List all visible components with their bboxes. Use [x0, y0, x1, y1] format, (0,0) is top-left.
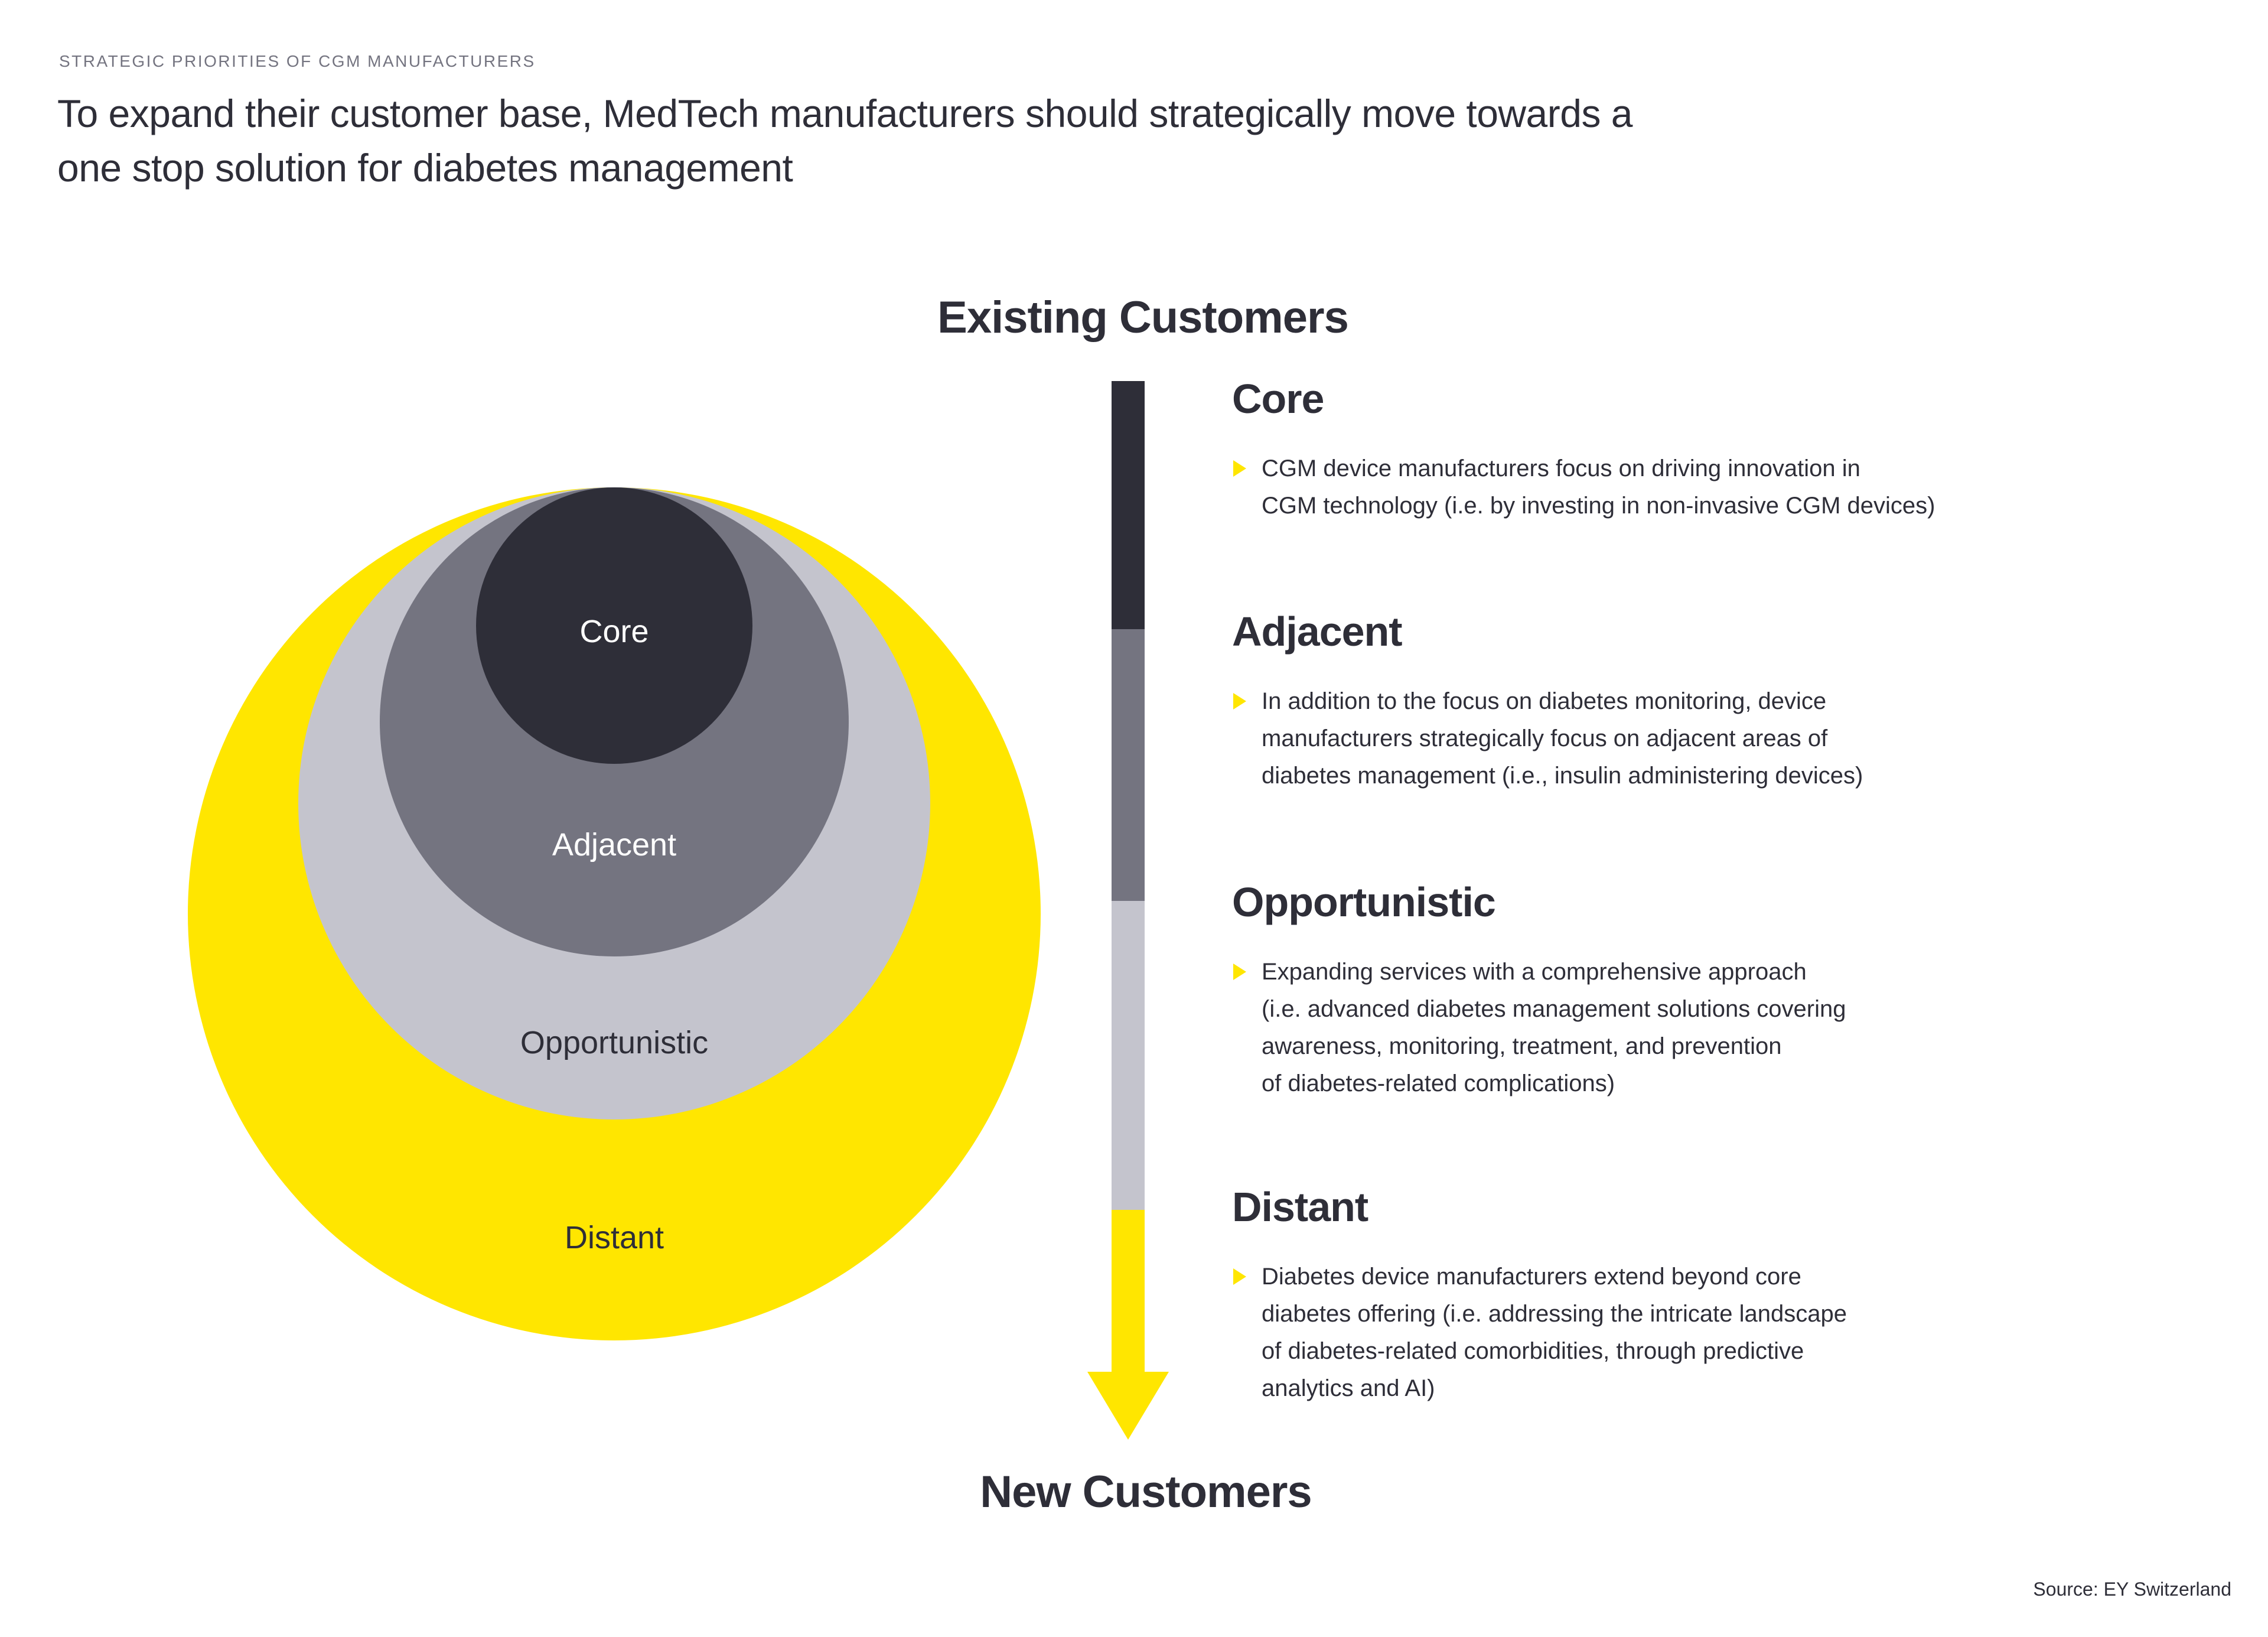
bullet-item: Diabetes device manufacturers extend bey… [1232, 1258, 2118, 1407]
arrow-segment-distant [1112, 1210, 1145, 1372]
arrow-segment-core [1112, 381, 1145, 629]
section-heading-core: Core [1232, 376, 1324, 422]
section-adjacent: Adjacent In addition to the focus on dia… [1232, 606, 2118, 795]
arrow-segment-opportunistic [1112, 901, 1145, 1210]
circle-label-distant: Distant [564, 1220, 664, 1255]
yellow-triangle-bullet-icon [1233, 1268, 1246, 1285]
arrow-down-icon [1087, 1372, 1169, 1440]
circle-core [476, 487, 752, 764]
section-core: Core CGM device manufacturers focus on d… [1232, 373, 2118, 525]
section-body-core: CGM device manufacturers focus on drivin… [1262, 455, 1935, 519]
yellow-triangle-bullet-icon [1233, 964, 1246, 980]
bullet-item: CGM device manufacturers focus on drivin… [1232, 450, 2118, 525]
section-heading-distant: Distant [1232, 1184, 1368, 1230]
section-opportunistic: Opportunistic Expanding services with a … [1232, 877, 2118, 1102]
section-distant: Distant Diabetes device manufacturers ex… [1232, 1182, 2118, 1407]
section-body-adjacent: In addition to the focus on diabetes mon… [1262, 688, 1863, 789]
eyebrow-label: STRATEGIC PRIORITIES OF CGM MANUFACTURER… [59, 52, 536, 70]
existing-customers-label: Existing Customers [937, 292, 1349, 343]
bullet-item: In addition to the focus on diabetes mon… [1232, 683, 2118, 795]
yellow-triangle-bullet-icon [1233, 693, 1246, 710]
page-title: To expand their customer base, MedTech m… [57, 92, 1633, 190]
section-body-opportunistic: Expanding services with a comprehensive … [1262, 959, 1846, 1096]
new-customers-label: New Customers [980, 1467, 1312, 1517]
section-heading-adjacent: Adjacent [1232, 608, 1403, 655]
arrow-segment-adjacent [1112, 629, 1145, 901]
circle-label-opportunistic: Opportunistic [520, 1025, 709, 1060]
circle-label-adjacent: Adjacent [552, 827, 677, 863]
section-body-distant: Diabetes device manufacturers extend bey… [1262, 1264, 1847, 1401]
circle-label-core: Core [579, 614, 649, 649]
bullet-item: Expanding services with a comprehensive … [1232, 953, 2118, 1102]
section-heading-opportunistic: Opportunistic [1232, 879, 1496, 925]
source-credit: Source: EY Switzerland [2033, 1579, 2231, 1600]
yellow-triangle-bullet-icon [1233, 460, 1246, 477]
